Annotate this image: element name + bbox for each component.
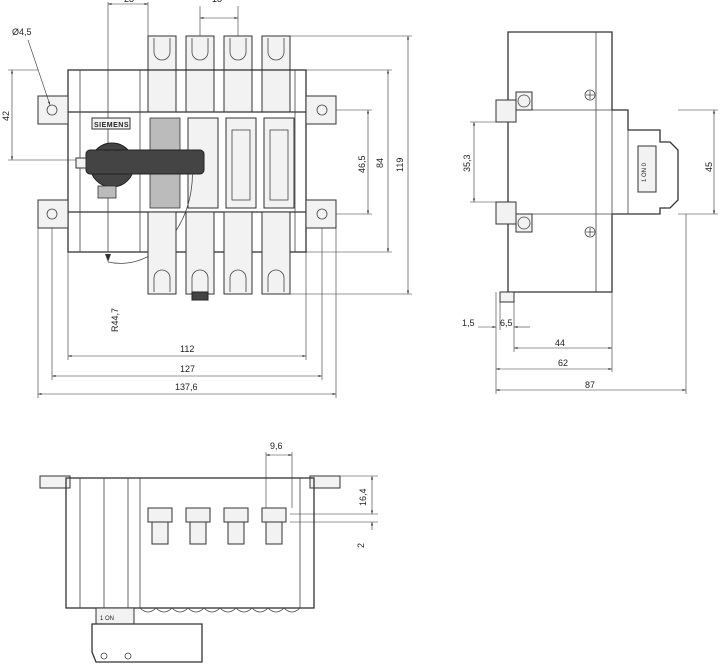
dim-44: 44 [555,338,565,348]
bottom-handle: 1 ON [91,607,203,663]
mounting-tab-left-top [37,95,69,125]
dim-45: 45 [704,162,714,172]
dim-87: 87 [585,380,595,390]
dim-119: 119 [395,158,405,172]
rotary-handle [75,142,205,264]
front-view: SIEMENS [1,0,412,398]
handle-label: 1 ON [100,616,114,622]
side-view: 1 ON 0 35,3 45 1,5 6,5 44 62 87 [462,31,718,394]
dim-hole-diameter: Ø4,5 [12,27,32,37]
dim-35-3: 35,3 [462,154,472,172]
dim-2: 2 [356,543,366,548]
bottom-terminals [147,211,291,301]
dim-42: 42 [1,111,11,121]
dim-radius: R44,7 [110,308,120,332]
bottom-terminal-blocks [147,507,287,545]
mounting-tab-left-bottom [37,199,69,229]
dim-16-4: 16,4 [358,488,368,506]
dim-6-5: 6,5 [500,318,513,328]
top-terminals [147,35,291,113]
dim-127: 127 [180,364,195,374]
dim-137-6: 137,6 [175,382,198,392]
dim-28: 28 [124,0,134,4]
dim-18: 18 [212,0,222,4]
dim-46-5: 46,5 [357,155,367,173]
bottom-view: 1 ON 9,6 16,4 2 [39,441,378,663]
mounting-tab-right-bottom [305,199,337,229]
dim-62: 62 [558,358,568,368]
brand-label: SIEMENS [94,122,129,129]
dim-112: 112 [180,344,194,354]
side-switch-label: 1 ON 0 [642,162,648,182]
mounting-tab-right-top [305,95,337,125]
dim-9-6: 9,6 [270,441,283,451]
dim-84: 84 [375,158,385,168]
dim-1-5: 1,5 [462,318,475,328]
